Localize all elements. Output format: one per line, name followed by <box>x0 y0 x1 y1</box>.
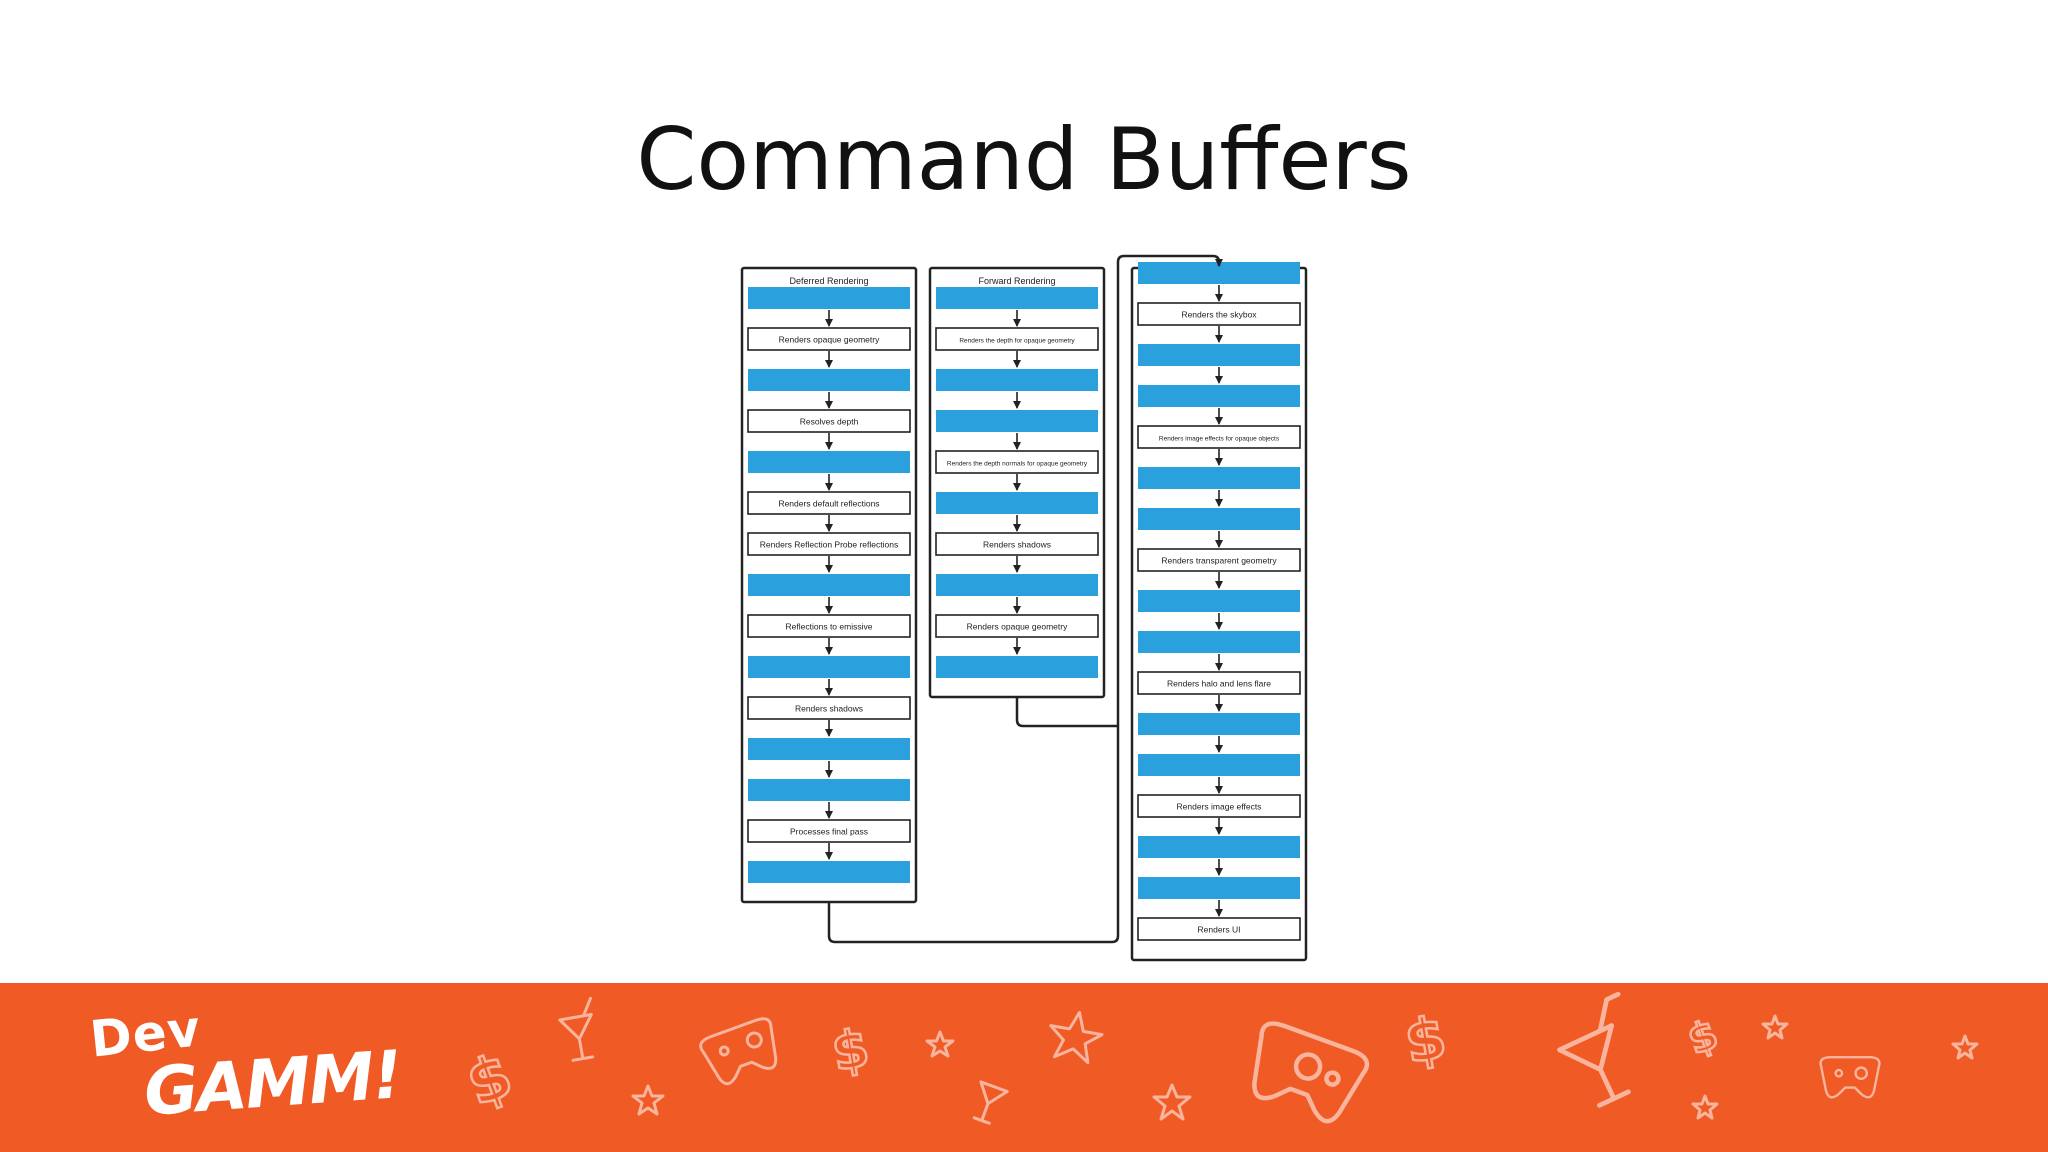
devgamm-logo: Dev GAMM! <box>87 999 403 1135</box>
cocktail-icon <box>1557 991 1631 1108</box>
event-step <box>1138 262 1300 284</box>
render-stage-box <box>1137 917 1301 941</box>
footer-banner: $ $ <box>0 983 2048 1152</box>
render-stage-box <box>935 450 1099 474</box>
event-step <box>748 369 910 391</box>
render-stage-box <box>935 327 1099 351</box>
star-icon <box>1049 1010 1104 1065</box>
render-stage-box <box>1137 548 1301 572</box>
gamepad-icon <box>1252 1021 1370 1124</box>
event-step <box>1138 508 1300 530</box>
render-stage-box <box>747 327 911 351</box>
event-step <box>1138 877 1300 899</box>
render-stage-box <box>1137 794 1301 818</box>
render-stage-label: Renders opaque geometry <box>779 335 880 345</box>
render-stage-label: Renders default reflections <box>778 499 879 509</box>
render-stage-label: Renders the skybox <box>1181 310 1257 320</box>
forward-to-common-connector <box>1015 697 1118 728</box>
event-step <box>748 738 910 760</box>
event-step <box>936 492 1098 514</box>
render-stage-label: Resolves depth <box>800 417 859 427</box>
footer-doodles: $ $ <box>457 991 1979 1125</box>
event-step <box>1138 590 1300 612</box>
render-stage-box <box>1137 302 1301 326</box>
render-stage-box <box>747 614 911 638</box>
render-stage-label: Processes final pass <box>790 827 868 837</box>
render-stage-label: Renders opaque geometry <box>967 622 1068 632</box>
event-step <box>1138 754 1300 776</box>
render-stage-box <box>747 409 911 433</box>
cocktail-icon <box>558 996 595 1062</box>
event-step <box>748 861 910 883</box>
render-stage-label: Renders UI <box>1198 925 1241 935</box>
event-step <box>1138 467 1300 489</box>
render-stage-label: Renders transparent geometry <box>1161 556 1277 566</box>
event-step <box>748 451 910 473</box>
event-step <box>1138 344 1300 366</box>
render-stage-box <box>747 696 911 720</box>
render-stage-box <box>747 491 911 515</box>
cocktail-icon <box>972 1080 1009 1125</box>
event-step <box>936 574 1098 596</box>
star-icon <box>1951 1034 1979 1060</box>
star-icon <box>1761 1014 1789 1040</box>
gamepad-icon <box>1819 1055 1881 1099</box>
star-icon <box>925 1030 955 1058</box>
dollar-icon: $ <box>1398 1002 1452 1078</box>
event-step <box>748 574 910 596</box>
render-stage-label: Renders shadows <box>983 540 1051 550</box>
star-icon <box>1691 1094 1719 1120</box>
render-stage-box <box>1137 425 1301 449</box>
render-stage-box <box>935 614 1099 638</box>
dollar-icon: $ <box>826 1017 875 1085</box>
render-stage-label: Renders the depth normals for opaque geo… <box>947 461 1088 468</box>
column-title: Forward Rendering <box>978 276 1055 286</box>
star-icon <box>1152 1083 1192 1121</box>
render-stage-label: Renders image effects for opaque objects <box>1159 436 1280 443</box>
event-step <box>936 369 1098 391</box>
svg-text:$: $ <box>1682 1011 1724 1064</box>
dollar-icon: $ <box>1681 1010 1725 1065</box>
logo-text-gamm: GAMM! <box>141 1036 404 1131</box>
render-stage-label: Reflections to emissive <box>786 622 873 632</box>
svg-text:$: $ <box>458 1040 521 1120</box>
render-stage-label: Renders the depth for opaque geometry <box>959 338 1075 345</box>
render-stage-label: Renders shadows <box>795 704 863 714</box>
deferred-to-common-connector <box>827 254 1223 944</box>
render-stage-box <box>747 819 911 843</box>
slide-title: Command Buffers <box>636 110 1412 210</box>
svg-text:$: $ <box>828 1018 874 1083</box>
render-stage-box <box>935 532 1099 556</box>
event-step <box>1138 836 1300 858</box>
event-step <box>936 656 1098 678</box>
dollar-icon: $ <box>457 1039 523 1122</box>
render-stage-box <box>747 532 911 556</box>
render-stage-label: Renders Reflection Probe reflections <box>760 540 898 550</box>
event-step <box>1138 385 1300 407</box>
event-step <box>1138 631 1300 653</box>
star-icon <box>631 1084 665 1116</box>
svg-text:$: $ <box>1400 1003 1452 1077</box>
event-step <box>1138 713 1300 735</box>
event-step <box>748 779 910 801</box>
render-stage-box <box>1137 671 1301 695</box>
gamepad-icon <box>699 1017 778 1086</box>
event-step <box>748 656 910 678</box>
event-step <box>936 287 1098 309</box>
column-title: Deferred Rendering <box>789 276 868 286</box>
render-stage-label: Renders image effects <box>1177 802 1262 812</box>
event-step <box>748 287 910 309</box>
event-step <box>936 410 1098 432</box>
render-stage-label: Renders halo and lens flare <box>1167 679 1271 689</box>
